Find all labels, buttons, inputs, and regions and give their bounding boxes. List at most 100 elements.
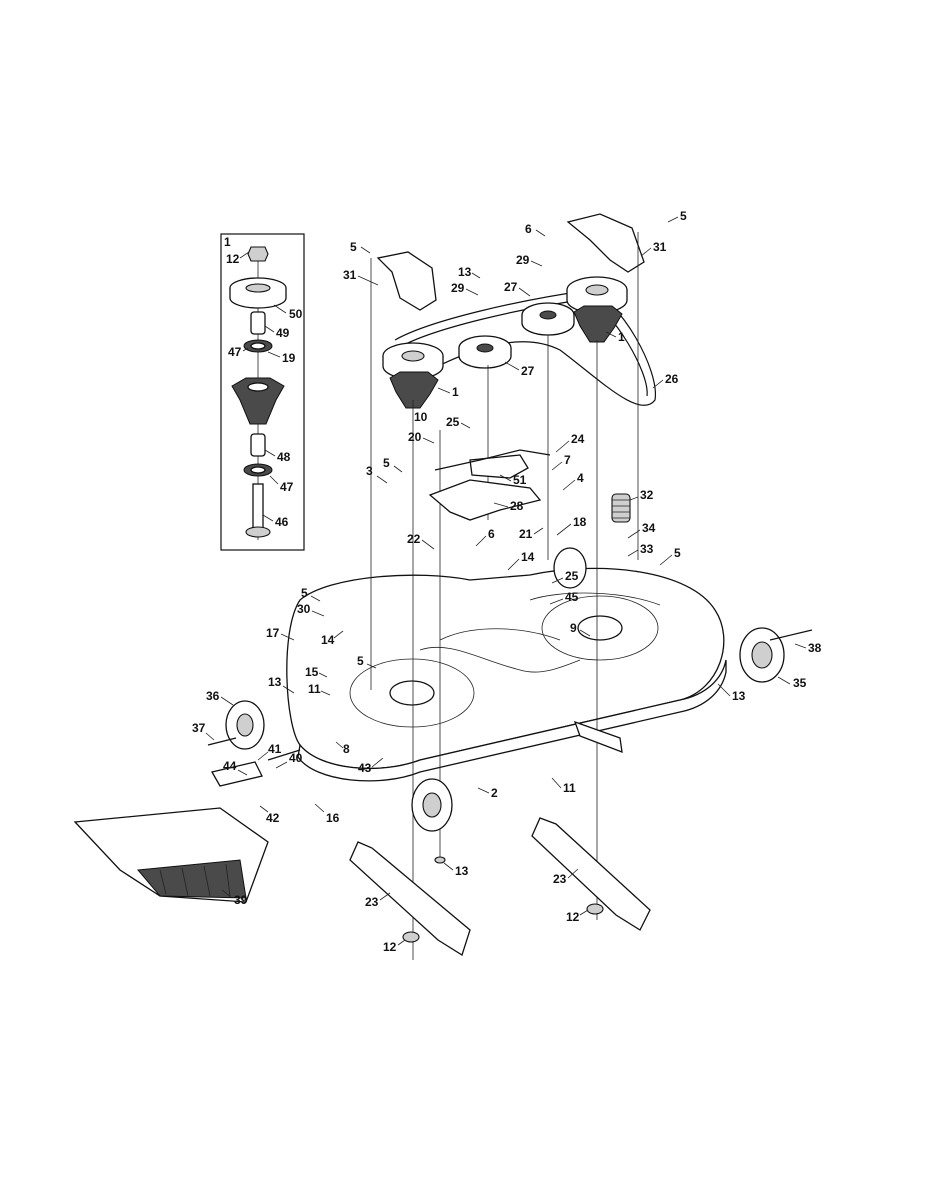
inset-callouts: 12 50 49 47 19 48 47 46	[226, 251, 303, 529]
callout-5-left: 5	[301, 586, 308, 600]
callout-4: 4	[577, 471, 584, 485]
callout-15: 15	[305, 665, 319, 679]
callout-14-mid: 14	[521, 550, 535, 564]
wheel-bolt-left-part	[207, 737, 237, 746]
callout-29: 29	[451, 281, 465, 295]
callout-23-left: 23	[365, 895, 379, 909]
wheel-bolt-part	[769, 629, 813, 641]
spacer-part	[250, 311, 266, 335]
callout-13-bottom: 13	[455, 864, 469, 878]
drive-belt-part	[394, 289, 656, 406]
inset-label-50: 50	[289, 307, 303, 321]
callout-21: 21	[519, 527, 533, 541]
callout-11-right: 11	[563, 781, 576, 795]
discharge-chute-part	[73, 807, 269, 903]
right-spindle-pulley	[566, 276, 628, 343]
callout-17: 17	[266, 626, 280, 640]
callout-32: 32	[640, 488, 654, 502]
callout-31-right: 31	[653, 240, 667, 254]
callout-43: 43	[358, 761, 372, 775]
callout-25-mid: 25	[565, 569, 579, 583]
callout-6-top: 6	[525, 222, 532, 236]
callout-27-center: 27	[521, 364, 535, 378]
callout-27: 27	[504, 280, 518, 294]
callout-38: 38	[808, 641, 822, 655]
callout-28: 28	[510, 499, 524, 513]
inset-label-48: 48	[277, 450, 291, 464]
callout-41: 41	[268, 742, 282, 756]
blade-nut-right-part	[586, 903, 604, 915]
idler-arm-part	[428, 479, 542, 521]
callout-14-left: 14	[321, 633, 335, 647]
callout-8: 8	[343, 742, 350, 756]
callout-42: 42	[266, 811, 280, 825]
inset-label-49: 49	[276, 326, 290, 340]
callout-40: 40	[289, 751, 303, 765]
wheel-mid-right	[553, 547, 587, 589]
callout-29-right: 29	[516, 253, 530, 267]
spring-part	[611, 493, 631, 523]
callout-6-mid: 6	[488, 527, 495, 541]
callout-26: 26	[665, 372, 679, 386]
callout-12-right: 12	[566, 910, 580, 924]
callout-37: 37	[192, 721, 206, 735]
callout-5-mid: 5	[383, 456, 390, 470]
idler-pulley-center	[458, 335, 512, 369]
callout-13: 13	[458, 265, 472, 279]
spindle-assembly-inset	[220, 233, 305, 551]
callout-13-right: 13	[732, 689, 746, 703]
callout-25-top: 25	[446, 415, 460, 429]
blade-right-part	[531, 817, 651, 931]
alignment-lines	[370, 232, 639, 960]
callout-7: 7	[564, 453, 571, 467]
idler-pulley-right	[521, 302, 575, 336]
callout-5-right: 5	[674, 546, 681, 560]
callout-20: 20	[408, 430, 422, 444]
callout-35: 35	[793, 676, 807, 690]
inset-label-46: 46	[275, 515, 289, 529]
inset-label-19: 19	[282, 351, 296, 365]
inset-label-47-upper: 47	[228, 345, 242, 359]
blade-left-part	[349, 841, 471, 956]
callout-11-left: 11	[308, 682, 321, 696]
callout-9: 9	[570, 621, 577, 635]
callout-45: 45	[565, 590, 579, 604]
spindle-housing-part	[231, 377, 285, 425]
callout-23-right: 23	[553, 872, 567, 886]
wheel-front-center	[411, 778, 453, 832]
chute-spring-part	[267, 749, 301, 761]
callout-44: 44	[223, 759, 237, 773]
callout-5-top-right: 5	[680, 209, 687, 223]
callout-16: 16	[326, 811, 340, 825]
idler-bracket-part	[469, 454, 529, 479]
callout-30: 30	[297, 602, 311, 616]
callout-39: 39	[234, 893, 248, 907]
callout-labels: 5 31 13 29 27 1 27 26 6 29 5 31 1 10 25 …	[192, 209, 822, 954]
callout-3: 3	[366, 464, 373, 478]
wheel-right	[739, 627, 785, 683]
callout-34: 34	[642, 521, 656, 535]
callout-5: 5	[350, 240, 357, 254]
callout-5-deck: 5	[357, 654, 364, 668]
mower-deck-shell	[286, 567, 727, 782]
chute-hinge-part	[211, 761, 263, 787]
inset-label-12: 12	[226, 252, 240, 266]
spindle-nut-part	[247, 246, 269, 262]
callout-13-left: 13	[268, 675, 282, 689]
callout-1-right: 1	[618, 330, 625, 344]
blade-nut-left-part	[402, 931, 420, 943]
wheel-front-left	[225, 700, 265, 750]
callout-24: 24	[571, 432, 585, 446]
left-spindle-pulley	[382, 342, 444, 409]
inset-frame	[220, 233, 305, 551]
callout-2: 2	[491, 786, 498, 800]
callout-10: 10	[414, 410, 428, 424]
callout-51: 51	[513, 473, 527, 487]
callout-33: 33	[640, 542, 654, 556]
callout-12-left: 12	[383, 940, 397, 954]
callout-1-left: 1	[452, 385, 459, 399]
callout-18: 18	[573, 515, 587, 529]
callout-31: 31	[343, 268, 357, 282]
